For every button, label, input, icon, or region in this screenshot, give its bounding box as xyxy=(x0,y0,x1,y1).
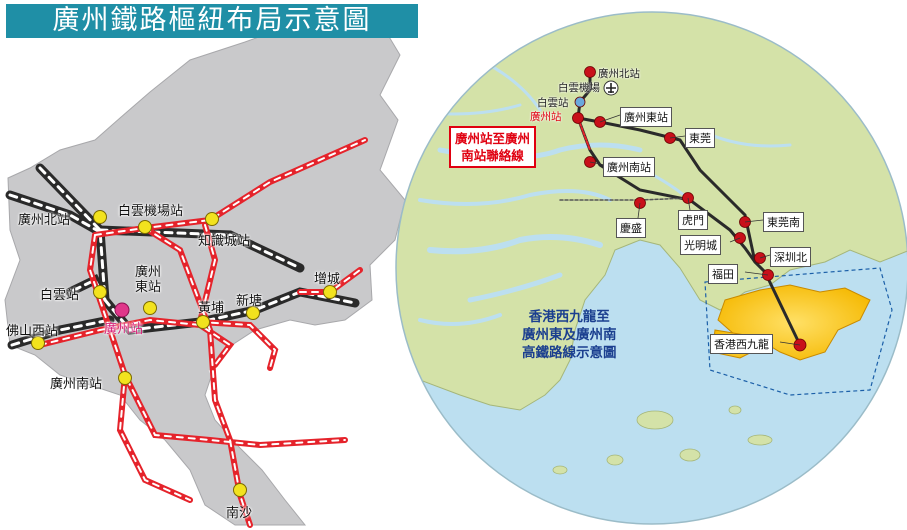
station-guangzhou-north[interactable] xyxy=(93,210,107,224)
cm-label-dongguan-south: 東莞南 xyxy=(763,212,804,232)
label-zengcheng: 增城 xyxy=(314,272,341,287)
cm-label-guangmingcheng: 光明城 xyxy=(680,235,721,255)
cm-label-qingsheng: 慶盛 xyxy=(616,218,646,238)
label-baiyun-airport: 白雲機場站 xyxy=(118,204,184,219)
airplane-icon xyxy=(603,80,619,96)
hsr-caption-1: 香港西九龍至 xyxy=(528,309,610,325)
circle-border xyxy=(395,11,907,525)
label-huangpu: 黃埔 xyxy=(198,301,225,316)
link-line-label: 廣州站至廣州 南站聯絡線 xyxy=(449,126,537,168)
page-title: 廣州鐵路樞紐布局示意圖 xyxy=(6,4,418,38)
station-guangzhou[interactable] xyxy=(114,302,130,318)
cm-label-futian: 福田 xyxy=(708,264,738,284)
cm-label-guangzhou-south: 廣州南站 xyxy=(603,157,655,177)
station-nansha[interactable] xyxy=(233,483,247,497)
cm-label-guangzhou-north: 廣州北站 xyxy=(598,68,640,80)
cm-label-baiyun-airport: 白雲機場 xyxy=(558,82,600,94)
station-guangzhou-south[interactable] xyxy=(118,371,132,385)
label-foshan-west: 佛山西站 xyxy=(6,324,59,339)
cm-label-guangzhou-east: 廣州東站 xyxy=(620,107,672,127)
cm-label-shenzhen-north: 深圳北 xyxy=(770,247,811,267)
link-line-label-2: 南站聯絡線 xyxy=(461,148,524,163)
station-guangzhou-east[interactable] xyxy=(143,301,157,315)
label-guangzhou-south: 廣州南站 xyxy=(50,377,103,392)
label-xintang: 新塘 xyxy=(236,294,263,309)
hk-boundary xyxy=(704,267,893,396)
label-guangzhou: 廣州站 xyxy=(104,322,144,337)
station-foshan-west[interactable] xyxy=(31,336,45,350)
hsr-caption-3: 高鐵路線示意圖 xyxy=(522,345,617,361)
cm-label-guangzhou: 廣州站 xyxy=(530,111,562,123)
label-leaders xyxy=(589,114,801,346)
cm-station-guangzhou-north[interactable] xyxy=(584,66,596,78)
cm-label-humen: 虎門 xyxy=(678,210,708,230)
circle-map xyxy=(396,12,907,524)
link-line-label-1: 廣州站至廣州 xyxy=(455,131,531,146)
station-baiyun-airport[interactable] xyxy=(138,220,152,234)
pearl-delta-land xyxy=(396,12,907,411)
station-xintang[interactable] xyxy=(246,306,260,320)
station-knowledge-city[interactable] xyxy=(205,212,219,226)
label-guangzhou-north: 廣州北站 xyxy=(18,213,71,228)
hsr-caption-2: 廣州東及廣州南 xyxy=(522,327,617,343)
left-stations xyxy=(31,210,337,497)
station-zengcheng[interactable] xyxy=(323,285,337,299)
islands xyxy=(552,405,773,475)
cm-label-west-kowloon: 香港西九龍 xyxy=(710,334,773,354)
hsr-caption: 香港西九龍至 廣州東及廣州南 高鐵路線示意圖 xyxy=(522,308,617,362)
station-baiyun[interactable] xyxy=(93,285,107,299)
guangzhou-land xyxy=(4,19,406,526)
cm-label-baiyun: 白雲站 xyxy=(537,97,569,109)
label-baiyun: 白雲站 xyxy=(40,288,80,303)
cm-label-dongguan: 東莞 xyxy=(685,128,715,148)
station-huangpu[interactable] xyxy=(196,315,210,329)
label-knowledge-city: 知識城站 xyxy=(198,234,251,249)
cm-station-guangzhou[interactable] xyxy=(572,112,584,124)
cm-station-baiyun[interactable] xyxy=(574,96,586,108)
label-guangzhou-east: 廣州東站 xyxy=(134,265,161,295)
label-nansha: 南沙 xyxy=(226,506,253,521)
